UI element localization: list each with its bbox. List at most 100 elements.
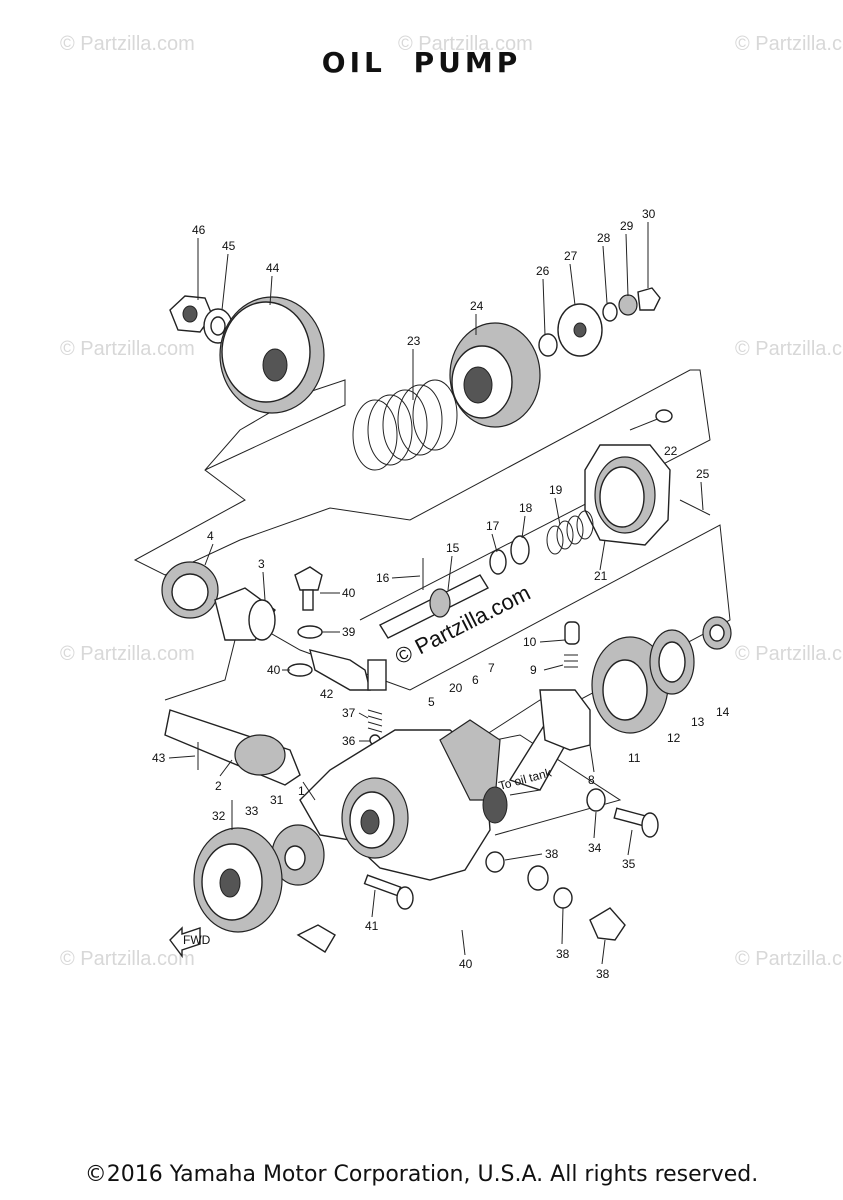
part-10-plunger (564, 621, 580, 645)
watermark: © Partzilla.com (735, 33, 843, 55)
part-24-pulley (449, 322, 541, 428)
callout-20: 20 (449, 681, 463, 695)
part-17-ring (489, 549, 507, 575)
part-31-bushing (271, 824, 325, 886)
callout-1: 1 (298, 784, 305, 798)
callout-38-upper: 38 (545, 847, 559, 861)
callout-46: 44 (266, 261, 280, 275)
callout-47: 45 (222, 239, 236, 253)
assembly-outline-upper (133, 369, 711, 621)
fwd-arrow-icon: FWD (169, 926, 211, 959)
callout-19: 19 (549, 483, 563, 497)
callout-32: 32 (212, 809, 226, 823)
callout-9: 9 (530, 663, 537, 677)
callout-5: 5 (428, 695, 435, 709)
callout-27: 27 (564, 249, 578, 263)
callout-37: 37 (342, 706, 356, 720)
callout-8: 8 (588, 773, 595, 787)
to-oil-tank-arrow (509, 789, 541, 796)
callout-39: 38 (596, 967, 610, 981)
part-32-driven-gear (193, 827, 283, 933)
callout-31: 31 (270, 793, 284, 807)
callout-22: 22 (664, 444, 678, 458)
part-8-drive-shaft (508, 689, 591, 791)
callout-40-lower: 40 (267, 663, 281, 677)
callout-2: 2 (215, 779, 222, 793)
callout-23: 23 (407, 334, 421, 348)
part-42-oil-pipe (296, 865, 549, 978)
part-9-spring (564, 654, 578, 668)
diagram-title: OIL PUMP (321, 46, 522, 79)
callout-4: 4 (207, 529, 214, 543)
part-19-spring (546, 510, 594, 555)
callout-44: 41 (365, 919, 379, 933)
watermark: © Partzilla.com (60, 33, 195, 55)
callout-15: 15 (446, 541, 460, 555)
part-29-washer (618, 294, 638, 316)
part-1-pump-body (299, 719, 501, 881)
callout-34: 34 (588, 841, 602, 855)
part-40-washer-upper (297, 625, 323, 639)
part-15-shaft (379, 574, 489, 639)
callout-43: 42 (320, 687, 334, 701)
part-12-bearing (649, 629, 695, 695)
part-43-union (309, 649, 387, 691)
part-23-spring (352, 379, 458, 471)
callout-35: 35 (622, 857, 636, 871)
watermark: © Partzilla.com (735, 948, 843, 970)
part-34-washer (586, 788, 606, 812)
part-25-pin (679, 499, 711, 516)
callout-24: 24 (470, 299, 484, 313)
watermark-layer: © Partzilla.com © Partzilla.com © Partzi… (60, 33, 843, 970)
part-28-washer (602, 302, 618, 322)
part-18-ring (510, 535, 530, 565)
fwd-label: FWD (183, 933, 211, 947)
callout-26: 26 (536, 264, 550, 278)
callout-33: 33 (245, 804, 259, 818)
part-3-bushing (214, 587, 276, 641)
callout-18: 18 (519, 501, 533, 515)
callout-40-upper: 39 (342, 625, 356, 639)
callout-7: 7 (488, 661, 495, 675)
callout-12: 12 (667, 731, 681, 745)
callout-29: 29 (620, 219, 634, 233)
part-2-worm-shaft (164, 709, 301, 786)
callout-36: 36 (342, 734, 356, 748)
part-30-nut (637, 287, 661, 311)
part-27-disc (557, 303, 603, 357)
watermark: © Partzilla.com (60, 643, 195, 665)
watermark: © Partzilla.com (60, 948, 195, 970)
callout-21: 21 (594, 569, 608, 583)
callout-6: 6 (472, 673, 479, 687)
part-37-spring (367, 709, 383, 733)
callout-14: 14 (716, 705, 730, 719)
callout-48: 46 (192, 223, 206, 237)
callout-3: 3 (258, 557, 265, 571)
callout-42: 40 (459, 957, 473, 971)
part-44-screw (363, 874, 414, 910)
callout-10: 10 (523, 635, 537, 649)
part-38-washer-upper (485, 851, 505, 873)
part-46-gear (219, 296, 325, 414)
part-14-bearing (702, 616, 732, 650)
copyright-footer: ©2016 Yamaha Motor Corporation, U.S.A. A… (84, 1162, 759, 1187)
part-22-bolt (629, 409, 673, 431)
callout-layer: 46 45 44 23 24 26 27 28 29 30 22 25 19 1… (152, 207, 730, 981)
watermark: © Partzilla.com (735, 338, 843, 360)
callout-30: 30 (642, 207, 656, 221)
callout-38-lower: 38 (556, 947, 570, 961)
callout-25: 25 (696, 467, 710, 481)
callout-45: 43 (152, 751, 166, 765)
callout-16: 16 (376, 571, 390, 585)
callout-41: 40 (342, 586, 356, 600)
part-41-bolt (294, 566, 323, 611)
watermark: © Partzilla.com (60, 338, 195, 360)
part-39-bolt (589, 907, 626, 941)
callout-13: 13 (691, 715, 705, 729)
watermark: © Partzilla.com (735, 643, 843, 665)
part-35-screw (613, 807, 659, 838)
part-21-cover (584, 444, 671, 546)
leader-lines (168, 222, 704, 965)
callout-11: 11 (628, 751, 641, 765)
watermark: © Partzilla.com (398, 33, 533, 55)
